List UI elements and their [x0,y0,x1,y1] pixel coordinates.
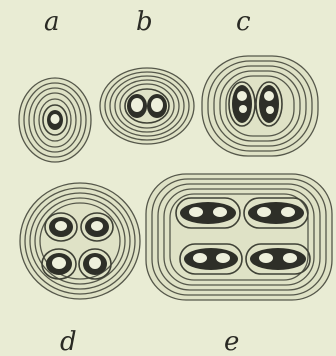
colony-c [202,56,318,156]
label-c: c [236,7,251,37]
cell [47,110,63,130]
cell [180,202,236,224]
cell [46,253,72,275]
label-e: e [224,327,239,356]
colony-e [146,174,332,300]
colony-a [19,78,91,162]
cell [232,85,252,123]
cell [250,248,306,270]
label-b: b [136,7,153,37]
cell [147,94,167,118]
cell [259,85,279,123]
cell [83,253,107,275]
label-a: a [44,7,60,37]
label-d: d [60,327,77,356]
cell [127,94,147,118]
colony-d [20,183,140,299]
colony-b [100,68,194,144]
cell [184,248,238,270]
cell [248,202,304,224]
cell [85,217,109,237]
cell [49,217,73,237]
